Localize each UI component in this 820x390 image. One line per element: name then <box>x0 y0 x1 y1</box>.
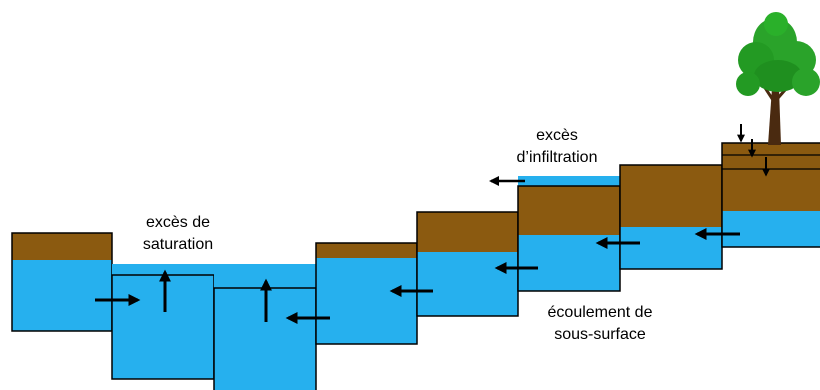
saturation-excess-label: excès de saturation <box>128 212 228 256</box>
soil-block-8 <box>721 142 820 248</box>
saturation-label-line2: saturation <box>142 236 214 253</box>
soil-block-4 <box>315 242 418 345</box>
soil-block-6 <box>517 176 621 292</box>
subsurface-label-line1: écoulement de <box>547 304 653 321</box>
tree-icon <box>736 12 820 145</box>
soil-block-5 <box>416 211 519 317</box>
saturation-label-line1: excès de <box>145 214 211 231</box>
soil-block-7 <box>619 164 723 270</box>
infiltration-excess-label: excès d’infiltration <box>492 125 622 169</box>
infiltration-label-line2: d’infiltration <box>516 149 598 166</box>
soil-block-1 <box>11 232 113 332</box>
subsurface-flow-arrows <box>285 228 740 324</box>
subsurface-label-line2: sous-surface <box>554 326 646 343</box>
infiltration-label-line1: excès <box>536 127 578 144</box>
infiltration-arrows <box>737 124 770 177</box>
subsurface-flow-label: écoulement de sous-surface <box>530 302 670 346</box>
soil-block-2 <box>111 264 215 380</box>
